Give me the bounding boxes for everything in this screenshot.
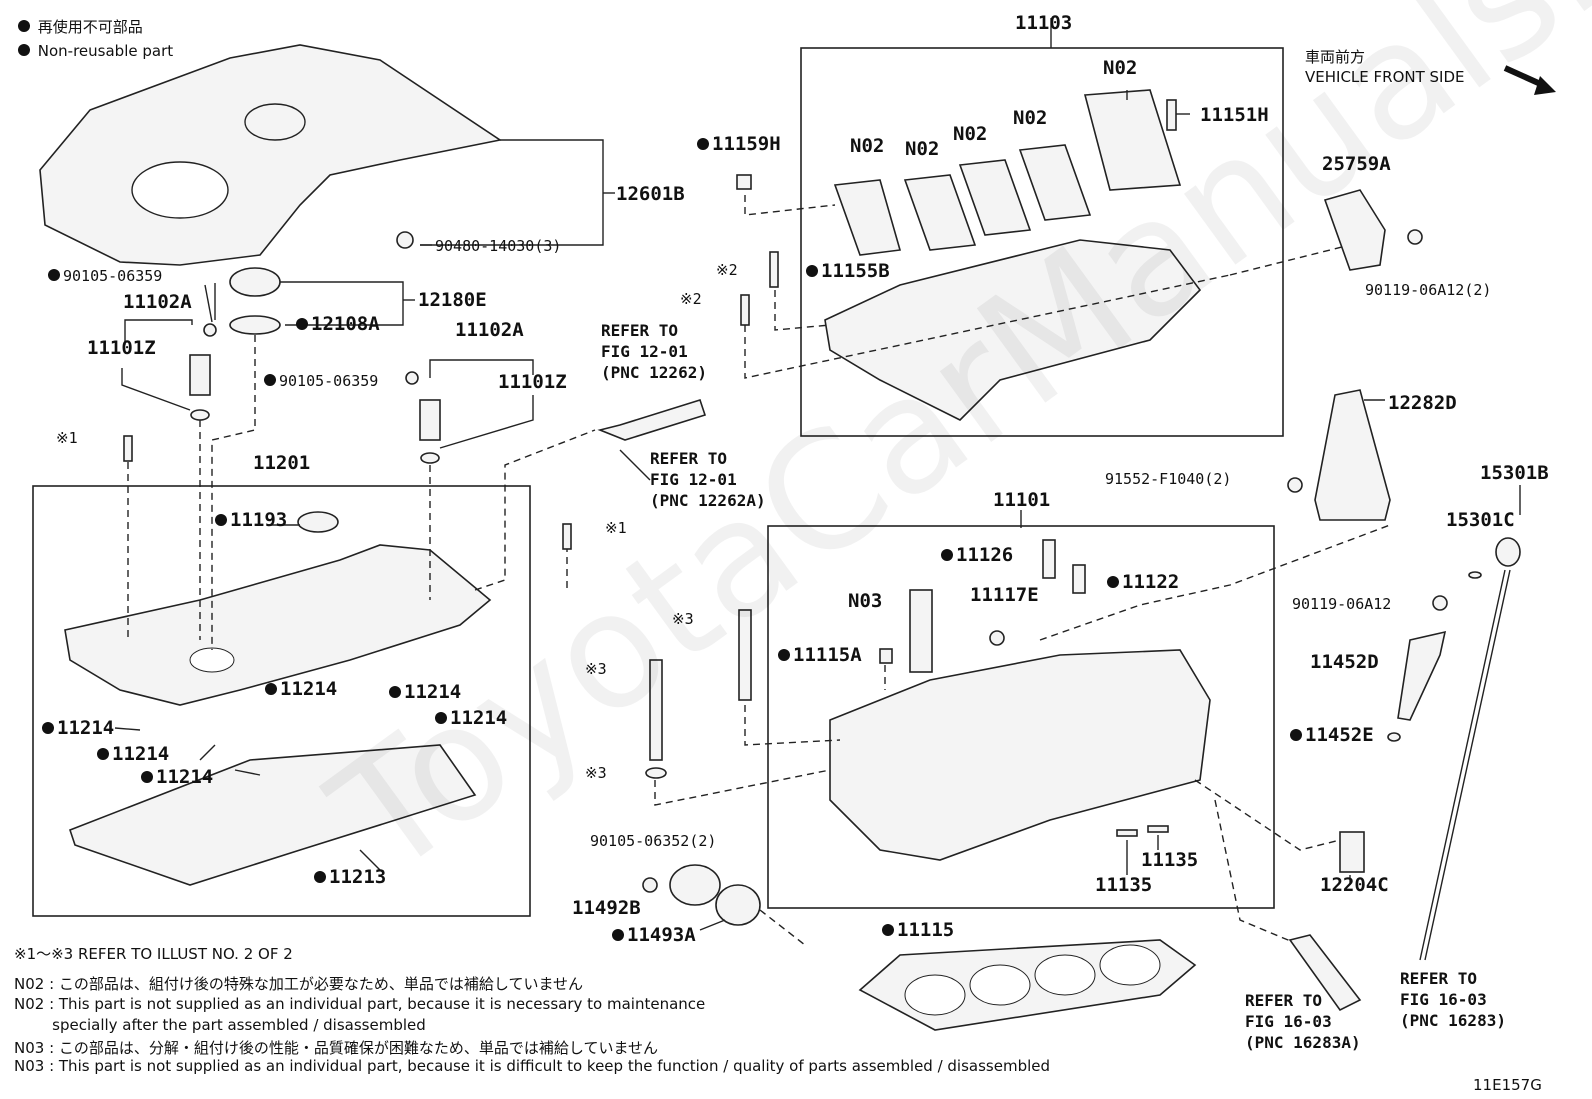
part-label-12204C[interactable]: 12204C (1320, 874, 1389, 896)
note-n02-en: N02 : This part is not supplied as an in… (14, 995, 706, 1013)
refer-fig-12-01-b[interactable]: REFER TO FIG 12-01 (PNC 12262A) (650, 449, 766, 510)
ref-mark-x2-b: ※2 (680, 290, 702, 308)
part-label-11193[interactable]: 11193 (215, 510, 287, 530)
ref-mark-x3-c: ※3 (585, 764, 607, 782)
part-label-11214-5[interactable]: 11214 (97, 744, 169, 764)
cylinder-head (829, 649, 1211, 861)
part-label-11214-3[interactable]: 11214 (435, 708, 507, 728)
camshaft-bearing-caps (833, 89, 1182, 256)
part-label-N02-1[interactable]: N02 (850, 135, 885, 157)
part-label-11102A-b[interactable]: 11102A (455, 319, 524, 341)
gasket-11493A (715, 884, 761, 926)
part-label-11213[interactable]: 11213 (314, 867, 386, 887)
part-label-11126[interactable]: 11126 (941, 545, 1013, 565)
oil-filler-cap (229, 267, 281, 297)
ref-mark-x1-b: ※1 (605, 519, 627, 537)
part-label-N02-5[interactable]: N02 (1103, 57, 1138, 79)
part-label-11101Z-b[interactable]: 11101Z (498, 371, 567, 393)
part-label-11214-6[interactable]: 11214 (141, 767, 213, 787)
spark-plug-tube (909, 589, 933, 673)
bracket-25759A (1323, 189, 1386, 271)
vehicle-front-ja: 車両前方 (1305, 48, 1366, 66)
part-label-11493A[interactable]: 11493A (612, 925, 696, 945)
part-label-25759A[interactable]: 25759A (1322, 153, 1391, 175)
part-label-90119-06A12[interactable]: 90119-06A12 (1292, 595, 1392, 613)
part-label-90119-06A12-2[interactable]: 90119-06A12(2) (1365, 281, 1492, 299)
part-label-11201[interactable]: 11201 (253, 452, 311, 474)
cylinder-head-cover-box (32, 485, 531, 917)
filler-cap-gasket (229, 315, 281, 335)
part-label-N02-3[interactable]: N02 (953, 123, 988, 145)
part-label-11214-4[interactable]: 11214 (42, 718, 114, 738)
part-label-15301B[interactable]: 15301B (1480, 462, 1549, 484)
part-label-12601B[interactable]: 12601B (616, 183, 685, 205)
refer-fig-16-03-b[interactable]: REFER TO FIG 16-03 (PNC 16283) (1400, 969, 1506, 1030)
legend-non-reusable-ja: 再使用不可部品 (18, 16, 143, 37)
dipstick-handle (1495, 537, 1521, 567)
note-ref-illust: ※1～※3 REFER TO ILLUST NO. 2 OF 2 (14, 945, 293, 963)
part-label-11155B[interactable]: 11155B (806, 261, 890, 281)
part-label-11102A-a[interactable]: 11102A (123, 291, 192, 313)
part-label-11452D[interactable]: 11452D (1310, 651, 1379, 673)
note-n03-en: N03 : This part is not supplied as an in… (14, 1057, 1051, 1075)
part-label-11492B[interactable]: 11492B (572, 897, 641, 919)
part-label-11122[interactable]: 11122 (1107, 572, 1179, 592)
part-label-11117E[interactable]: 11117E (970, 584, 1039, 606)
part-label-15301C[interactable]: 15301C (1446, 509, 1515, 531)
engine-cover (39, 44, 503, 266)
part-label-91552-F1040[interactable]: 91552-F1040(2) (1105, 470, 1232, 488)
part-label-N02-2[interactable]: N02 (905, 138, 940, 160)
plate-11492B (669, 864, 721, 906)
legend-non-reusable-en: Non-reusable part (18, 42, 173, 60)
part-label-90105-06352[interactable]: 90105-06352(2) (590, 832, 717, 850)
part-label-11452E[interactable]: 11452E (1290, 725, 1374, 745)
part-label-11135-b[interactable]: 11135 (1095, 874, 1153, 896)
camshaft-housing (824, 239, 1202, 421)
part-label-11135-a[interactable]: 11135 (1141, 849, 1199, 871)
part-label-90105-06359-b[interactable]: 90105-06359 (264, 371, 378, 391)
part-label-12108A[interactable]: 12108A (296, 314, 380, 334)
head-cover-gasket (69, 744, 477, 886)
part-label-12282D[interactable]: 12282D (1388, 392, 1457, 414)
ref-mark-x2-a: ※2 (716, 261, 738, 279)
camshaft-sensor-right (419, 399, 441, 441)
part-label-11214-1[interactable]: 11214 (265, 679, 337, 699)
part-label-11115[interactable]: 11115 (882, 920, 954, 940)
part-label-11115A[interactable]: 11115A (778, 645, 862, 665)
refer-fig-12-01-a[interactable]: REFER TO FIG 12-01 (PNC 12262) (601, 321, 707, 382)
dipstick-guide (1397, 630, 1447, 721)
part-label-11214-2[interactable]: 11214 (389, 682, 461, 702)
bracket-12282D (1314, 389, 1391, 521)
part-label-11101[interactable]: 11101 (993, 489, 1051, 511)
dipstick (1419, 569, 1506, 961)
note-n03-ja: N03 : この部品は、分解・組付け後の性能・品質確保が困難なため、単品では補給… (14, 1039, 659, 1057)
part-label-90480-14030[interactable]: 90480-14030(3) (435, 237, 562, 255)
camshaft-sensor-left (189, 354, 211, 396)
refer-fig-16-03-a[interactable]: REFER TO FIG 16-03 (PNC 16283A) (1245, 991, 1361, 1052)
part-label-11101Z-a[interactable]: 11101Z (87, 337, 156, 359)
vehicle-front-en: VEHICLE FRONT SIDE (1305, 68, 1465, 86)
cylinder-head-cover (64, 544, 492, 706)
part-label-N02-4[interactable]: N02 (1013, 107, 1048, 129)
part-label-11103[interactable]: 11103 (1015, 12, 1073, 34)
note-n02-en-cont: specially after the part assembled / dis… (14, 1016, 426, 1034)
part-label-N03[interactable]: N03 (848, 590, 883, 612)
part-label-12180E[interactable]: 12180E (418, 289, 487, 311)
camshaft-housing-box (800, 47, 1284, 437)
ref-mark-x1-a: ※1 (56, 429, 78, 447)
head-bolts (123, 99, 1177, 779)
part-label-11151H[interactable]: 11151H (1200, 104, 1269, 126)
ref-mark-x3-b: ※3 (585, 660, 607, 678)
ref-mark-x3-a: ※3 (672, 610, 694, 628)
part-label-90105-06359-a[interactable]: 90105-06359 (48, 266, 162, 286)
sensor-12204C (1339, 831, 1365, 873)
note-n02-ja: N02 : この部品は、組付け後の特殊な加工が必要なため、単品では補給していませ… (14, 975, 584, 993)
drawing-code: 11E157G (1473, 1076, 1542, 1094)
part-label-11159H[interactable]: 11159H (697, 134, 781, 154)
